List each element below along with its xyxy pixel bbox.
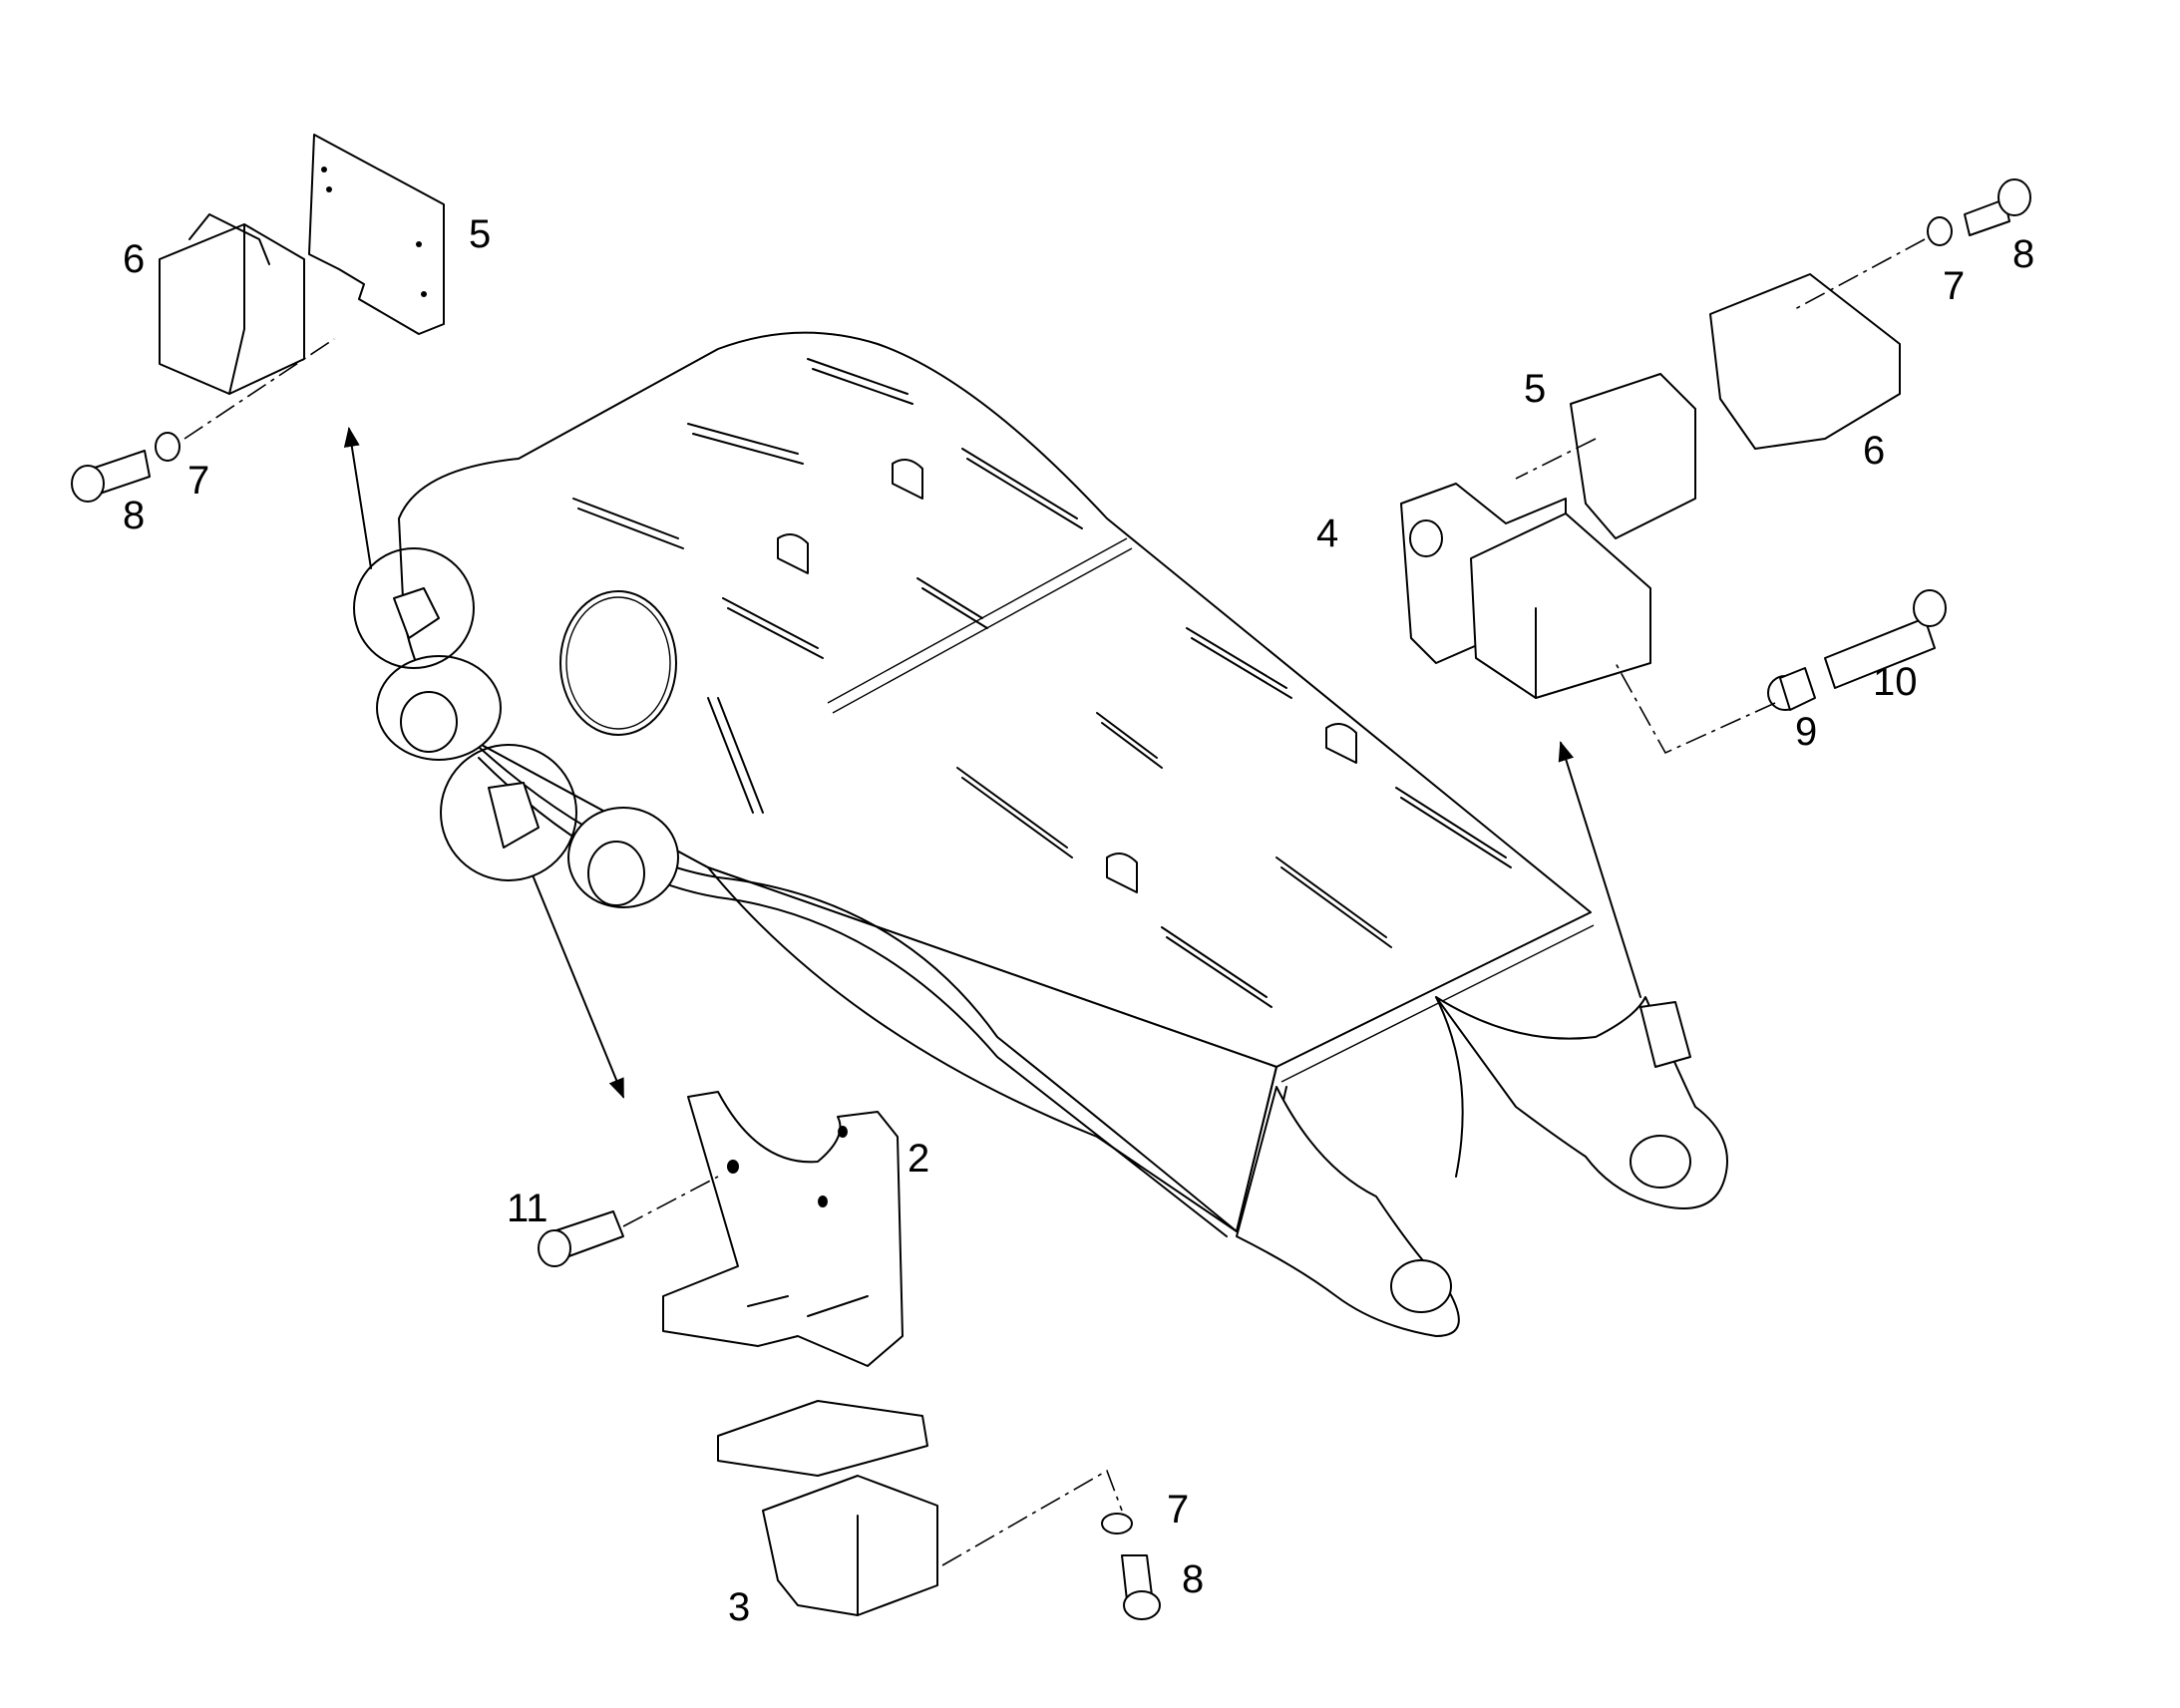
- upper-left-parts: [71, 134, 445, 503]
- rear-bore-left: [400, 691, 458, 753]
- callout-6-upper-left: 6: [123, 237, 145, 281]
- callout-11: 11: [507, 1187, 548, 1230]
- callout-8-upper-right: 8: [2012, 232, 2034, 276]
- callout-7-lower: 7: [1167, 1488, 1189, 1532]
- detail-upper-switch: [393, 587, 440, 639]
- washer-7-upper-left: [155, 432, 181, 462]
- callout-10: 10: [1873, 660, 1918, 704]
- wear-strips: [572, 358, 1512, 1008]
- callout-5-upper-left: 5: [469, 212, 491, 256]
- plate-5-lower: [717, 1400, 928, 1477]
- arrow-to-bracket-2: [533, 876, 624, 1099]
- callout-5-upper-right: 5: [1524, 367, 1546, 411]
- inspection-cover: [559, 590, 677, 736]
- callout-2: 2: [908, 1137, 929, 1181]
- lug-1: [777, 533, 809, 574]
- callout-8-lower: 8: [1182, 1557, 1204, 1601]
- callout-6-upper-right: 6: [1863, 429, 1885, 473]
- bracket-2: [662, 1091, 904, 1367]
- bolt-10: [1824, 617, 1936, 689]
- boom-assembly: [376, 331, 1728, 1337]
- lug-3: [1325, 723, 1357, 764]
- arrow-to-upper-left: [343, 427, 372, 569]
- bolt-8-upper-right: [1964, 198, 2010, 236]
- lower-parts: [538, 1091, 1161, 1620]
- rear-bore-right: [587, 841, 645, 906]
- callout-9: 9: [1795, 710, 1817, 754]
- front-sensor-box: [1639, 1001, 1691, 1068]
- bolt-head-11: [538, 1229, 571, 1267]
- callout-7-upper-left: 7: [187, 459, 209, 503]
- bolt-head-10: [1913, 589, 1947, 627]
- front-bore-right: [1630, 1135, 1691, 1189]
- washer-7-upper-right: [1927, 216, 1953, 246]
- callout-3: 3: [728, 1585, 750, 1629]
- switch-3: [762, 1475, 938, 1616]
- plate-5-upper-left: [308, 134, 445, 335]
- bolt-head-8-upper-left: [71, 465, 105, 503]
- front-bore-left: [1390, 1259, 1452, 1313]
- bolt-head-8-lower: [1123, 1590, 1161, 1620]
- upper-right-parts: [1400, 178, 2031, 755]
- lug-2: [892, 459, 923, 500]
- switch-6-upper-left: [159, 223, 305, 395]
- switch-6-upper-right: [1709, 273, 1901, 450]
- bolt-head-8-upper-right: [1998, 178, 2031, 216]
- detail-circle-upper: [353, 547, 475, 669]
- callout-8-upper-left: 8: [123, 494, 145, 537]
- callout-4: 4: [1316, 512, 1338, 555]
- lug-4: [1106, 853, 1138, 893]
- arrow-to-upper-right: [1558, 741, 1641, 998]
- cover-4-block: [1470, 512, 1651, 699]
- detail-lower-switch: [488, 782, 540, 849]
- callout-7-upper-right: 7: [1943, 264, 1965, 308]
- plate-5-upper-right: [1570, 373, 1696, 539]
- detail-circle-lower: [440, 744, 577, 881]
- washer-7-lower: [1101, 1513, 1133, 1535]
